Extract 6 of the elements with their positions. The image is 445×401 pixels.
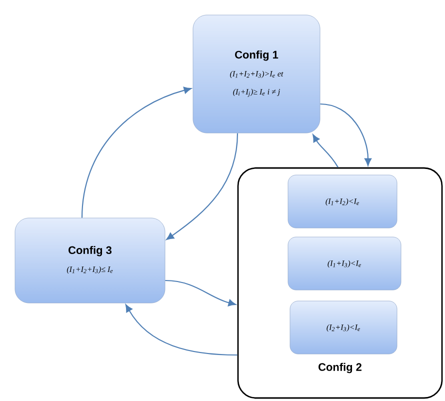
arrow [125,304,238,356]
arrow [165,280,236,306]
arrow [166,133,238,240]
arrow [312,134,338,168]
arrow [320,103,372,166]
arrow [81,86,192,218]
